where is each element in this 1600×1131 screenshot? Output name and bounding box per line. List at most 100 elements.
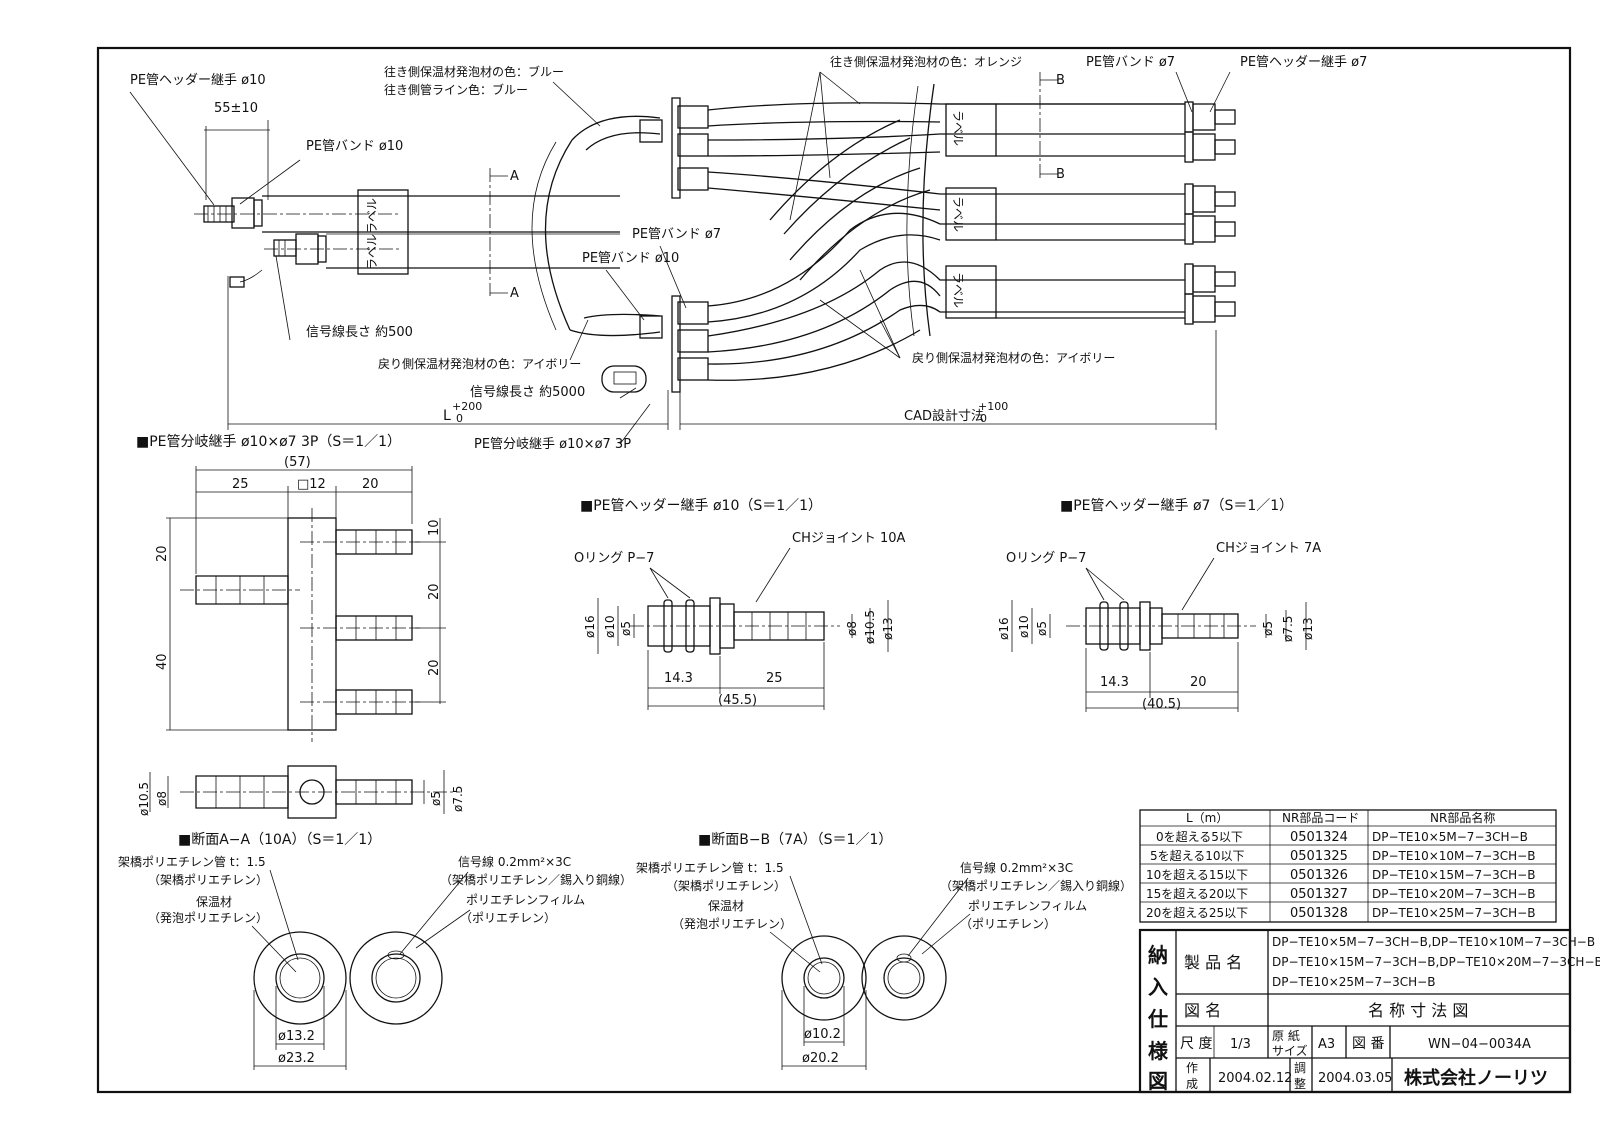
header7-title: ■PE管ヘッダー継手 ø7（S＝1／1） xyxy=(1060,498,1293,514)
table-cell: 0501324 xyxy=(1290,830,1348,845)
branch-dim-25: 25 xyxy=(232,477,249,492)
table-cell: 0501326 xyxy=(1290,868,1348,883)
table-cell: 15を超える20以下 xyxy=(1146,886,1248,901)
section-a-title: ■断面A−A（10A）（S＝1／1） xyxy=(178,832,381,848)
table-header-code: NR部品コード xyxy=(1282,810,1359,825)
header7-d13: ø13 xyxy=(1301,617,1315,640)
vertical-title-3: 仕 xyxy=(1147,1007,1168,1031)
header10-d5: ø5 xyxy=(619,621,633,636)
section-b-d202: ø20.2 xyxy=(802,1051,839,1066)
product-label: 製 品 名 xyxy=(1184,953,1242,972)
branch-joint-view: ■PE管分岐継手 ø10×ø7 3P（S＝1／1） (57) 25 □12 20 xyxy=(136,434,465,819)
branch-dim-12: □12 xyxy=(297,477,326,492)
label-band-10-top: PE管バンド ø10 xyxy=(306,139,403,154)
branch-dim-75: ø7.5 xyxy=(451,786,465,812)
label-out-foam-orange: 往き側保温材発泡材の色：オレンジ xyxy=(830,54,1022,69)
scale-label: 尺 度 xyxy=(1180,1036,1212,1052)
table-cell: 5を超える10以下 xyxy=(1150,848,1245,863)
dim-L-tol0: 0 xyxy=(456,412,463,425)
upper-bands xyxy=(639,97,709,199)
header-joints-7-right xyxy=(1184,101,1236,325)
section-a-bottom: A xyxy=(510,286,519,301)
branch-dim-57: (57) xyxy=(284,455,311,470)
section-b-top: B xyxy=(1056,73,1065,88)
header10-d105: ø10.5 xyxy=(863,610,877,644)
table-cell: DP−TE10×15M−7−3CH−B xyxy=(1372,868,1535,882)
section-a-view: ■断面A−A（10A）（S＝1／1） 架橋ポリエチレン管 t：1.5 （架橋ポリ… xyxy=(118,832,632,1070)
section-b-view: ■断面B−B（7A）（S＝1／1） 架橋ポリエチレン管 t：1.5 （架橋ポリエ… xyxy=(636,832,1132,1070)
branch-dim-5: ø5 xyxy=(429,791,443,806)
label-header-joint-7-top: PE管ヘッダー継手 ø7 xyxy=(1240,55,1367,70)
label-branch-joint: PE管分岐継手 ø10×ø7 3P xyxy=(474,437,631,452)
branch-view-title: ■PE管分岐継手 ø10×ø7 3P（S＝1／1） xyxy=(136,434,401,450)
label-band-7-mid: PE管バンド ø7 xyxy=(632,227,721,242)
assembly-view: PE管ヘッダー継手 ø10 55±10 PE管バンド ø10 往き側保温材発泡材… xyxy=(129,54,1367,452)
header7-oring: Oリング P−7 xyxy=(1006,551,1086,566)
label-return-foam-ivory-right: 戻り側保温材発泡材の色：アイボリー xyxy=(912,351,1115,365)
adjusted-label-1: 調 xyxy=(1294,1061,1306,1075)
header10-d455: (45.5) xyxy=(718,693,757,708)
parts-table: L（m） NR部品コード NR部品名称 0を超える5以下 0501324 DP−… xyxy=(1139,809,1557,923)
header10-oring: Oリング P−7 xyxy=(574,551,654,566)
table-header-name: NR部品名称 xyxy=(1430,810,1495,825)
pipe-bundle-left xyxy=(229,168,620,296)
drawing-name-label: 図 名 xyxy=(1184,1001,1221,1020)
adjusted-date: 2004.03.05 xyxy=(1318,1071,1392,1086)
label-header-joint-10: PE管ヘッダー継手 ø10 xyxy=(130,73,266,88)
label-band-10-mid: PE管バンド ø10 xyxy=(582,251,679,266)
branch-dim-20-right-2: 20 xyxy=(427,659,442,676)
section-b-d102: ø10.2 xyxy=(804,1027,841,1042)
lower-bands xyxy=(601,295,709,393)
header7-d5b: ø5 xyxy=(1261,621,1275,636)
drawing-number: WN−04−0034A xyxy=(1428,1037,1531,1052)
branch-dim-40: 40 xyxy=(155,653,170,670)
table-cell: 0501328 xyxy=(1290,906,1348,921)
vertical-title-5: 図 xyxy=(1148,1069,1168,1093)
label-band-text-left: ラベルラベル xyxy=(365,198,379,270)
label-band-text-right-1: ラベル xyxy=(951,110,965,146)
section-a-signal: 信号線 0.2mm²×3C xyxy=(458,854,571,869)
table-header-l: L（m） xyxy=(1186,811,1228,825)
header7-d143: 14.3 xyxy=(1100,675,1129,690)
branch-dim-20-left: 20 xyxy=(155,545,170,562)
header7-chjoint: CHジョイント 7A xyxy=(1216,541,1321,556)
label-band-text-right-2: ラベル xyxy=(951,196,965,232)
paper-label-1: 原 紙 xyxy=(1272,1028,1300,1043)
product-line-2: DP−TE10×15M−7−3CH−B,DP−TE10×20M−7−3CH−B xyxy=(1272,955,1600,969)
header10-chjoint: CHジョイント 10A xyxy=(792,531,906,546)
header-joint-10-view: ■PE管ヘッダー継手 ø10（S＝1／1） Oリング P−7 CHジョイント 1… xyxy=(574,498,906,710)
header10-d143: 14.3 xyxy=(664,671,693,686)
section-b-pipe-sub: （架橋ポリエチレン） xyxy=(666,879,786,893)
drawing-border xyxy=(96,46,1572,1094)
title-block: 納 入 仕 様 図 製 品 名 DP−TE10×5M−7−3CH−B,DP−TE… xyxy=(1138,928,1600,1094)
created-label-2: 成 xyxy=(1186,1077,1198,1091)
table-cell: 0501325 xyxy=(1290,849,1348,864)
section-a-film-sub: （ポリエチレン） xyxy=(460,911,556,925)
label-out-foam-blue: 往き側保温材発泡材の色：ブルー xyxy=(384,64,564,79)
break-curve-left xyxy=(544,139,573,331)
branch-dim-20: 20 xyxy=(362,477,379,492)
header-joint-10-left xyxy=(194,197,400,265)
section-a-insul-sub: （発泡ポリエチレン） xyxy=(148,911,268,925)
section-b-bottom: B xyxy=(1056,167,1065,182)
section-b-title: ■断面B−B（7A）（S＝1／1） xyxy=(698,832,892,848)
dim-L-tol: +200 xyxy=(452,400,482,413)
table-cell: DP−TE10×25M−7−3CH−B xyxy=(1372,906,1535,920)
header7-d75: ø7.5 xyxy=(1281,616,1295,642)
branch-dim-10-right: 10 xyxy=(427,519,442,536)
section-a-d132: ø13.2 xyxy=(278,1029,315,1044)
branch-dim-105: ø10.5 xyxy=(137,782,151,816)
label-return-foam-ivory: 戻り側保温材発泡材の色：アイボリー xyxy=(378,357,581,371)
created-label-1: 作 xyxy=(1186,1061,1198,1075)
table-cell: DP−TE10×20M−7−3CH−B xyxy=(1372,887,1535,901)
section-b-film: ポリエチレンフィルム xyxy=(968,899,1087,913)
vertical-title-4: 様 xyxy=(1148,1039,1169,1063)
dim-L: L xyxy=(443,408,451,424)
dim-55: 55±10 xyxy=(214,101,258,116)
label-band-7-top: PE管バンド ø7 xyxy=(1086,55,1175,70)
section-b-insul-sub: （発泡ポリエチレン） xyxy=(672,917,792,931)
drawing-name: 名 称 寸 法 図 xyxy=(1368,1001,1468,1020)
header10-d25: 25 xyxy=(766,671,783,686)
table-cell: 10を超える15以下 xyxy=(1146,867,1248,882)
